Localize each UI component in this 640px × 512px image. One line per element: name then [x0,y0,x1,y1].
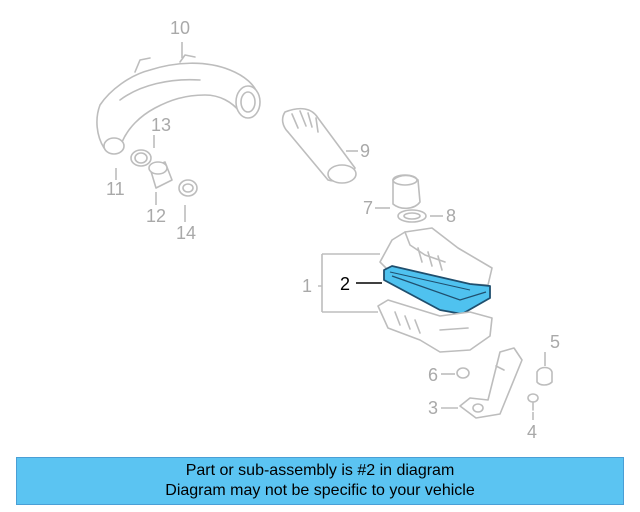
callout-10: 10 [170,18,190,38]
seal-8-part [397,209,427,223]
bellows-hose-part [281,107,357,184]
callout-6: 6 [428,365,438,385]
air-cleaner-lower-part [377,299,493,353]
adapter-7-part [392,174,421,210]
clamp-14-part [178,179,198,197]
callout-5: 5 [550,332,560,352]
callout-4: 4 [527,422,537,442]
callout-7: 7 [363,198,373,218]
exploded-parts-diagram: 10 13 11 12 14 9 7 8 1 2 6 3 5 4 [96,18,560,442]
callout-13: 13 [151,115,171,135]
callout-12: 12 [146,206,166,226]
bracket-3-part [459,347,523,419]
leader-lines [115,42,546,420]
screw-4-part [527,393,539,411]
banner-line-2: Diagram may not be specific to your vehi… [165,482,475,499]
sleeve-12-part [148,161,173,189]
callout-11: 11 [106,179,125,199]
callout-14: 14 [176,223,196,243]
grommet-6-part [456,367,470,379]
callout-1: 1 [302,276,312,296]
air-filter-outline [383,265,491,315]
info-banner: Part or sub-assembly is #2 in diagram Di… [16,457,624,505]
callout-9: 9 [360,141,370,161]
air-filter-part [383,265,491,315]
callout-2: 2 [340,274,350,294]
clamp-13-part [130,149,152,167]
banner-line-1: Part or sub-assembly is #2 in diagram [185,462,455,479]
callout-8: 8 [446,206,456,226]
nut-5-part [536,366,553,386]
callout-3: 3 [428,398,438,418]
intake-duct-part [96,54,261,155]
